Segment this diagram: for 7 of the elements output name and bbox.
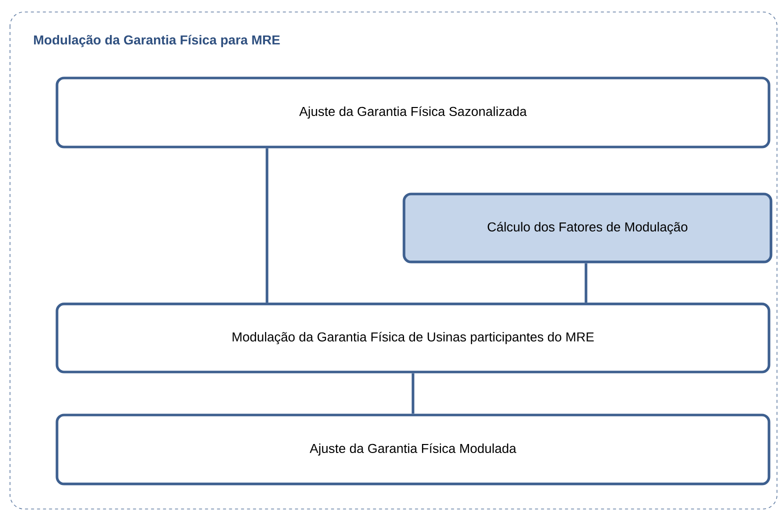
connector-line <box>584 263 588 303</box>
highlighted-process-box: Cálculo dos Fatores de Modulação <box>402 192 772 264</box>
process-box: Ajuste da Garantia Física Modulada <box>56 414 770 486</box>
process-box: Ajuste da Garantia Física Sazonalizada <box>56 76 770 148</box>
connector-line <box>412 373 414 414</box>
process-box: Modulação da Garantia Física de Usinas participantes do MRE <box>56 302 770 374</box>
connector-line <box>266 148 268 303</box>
